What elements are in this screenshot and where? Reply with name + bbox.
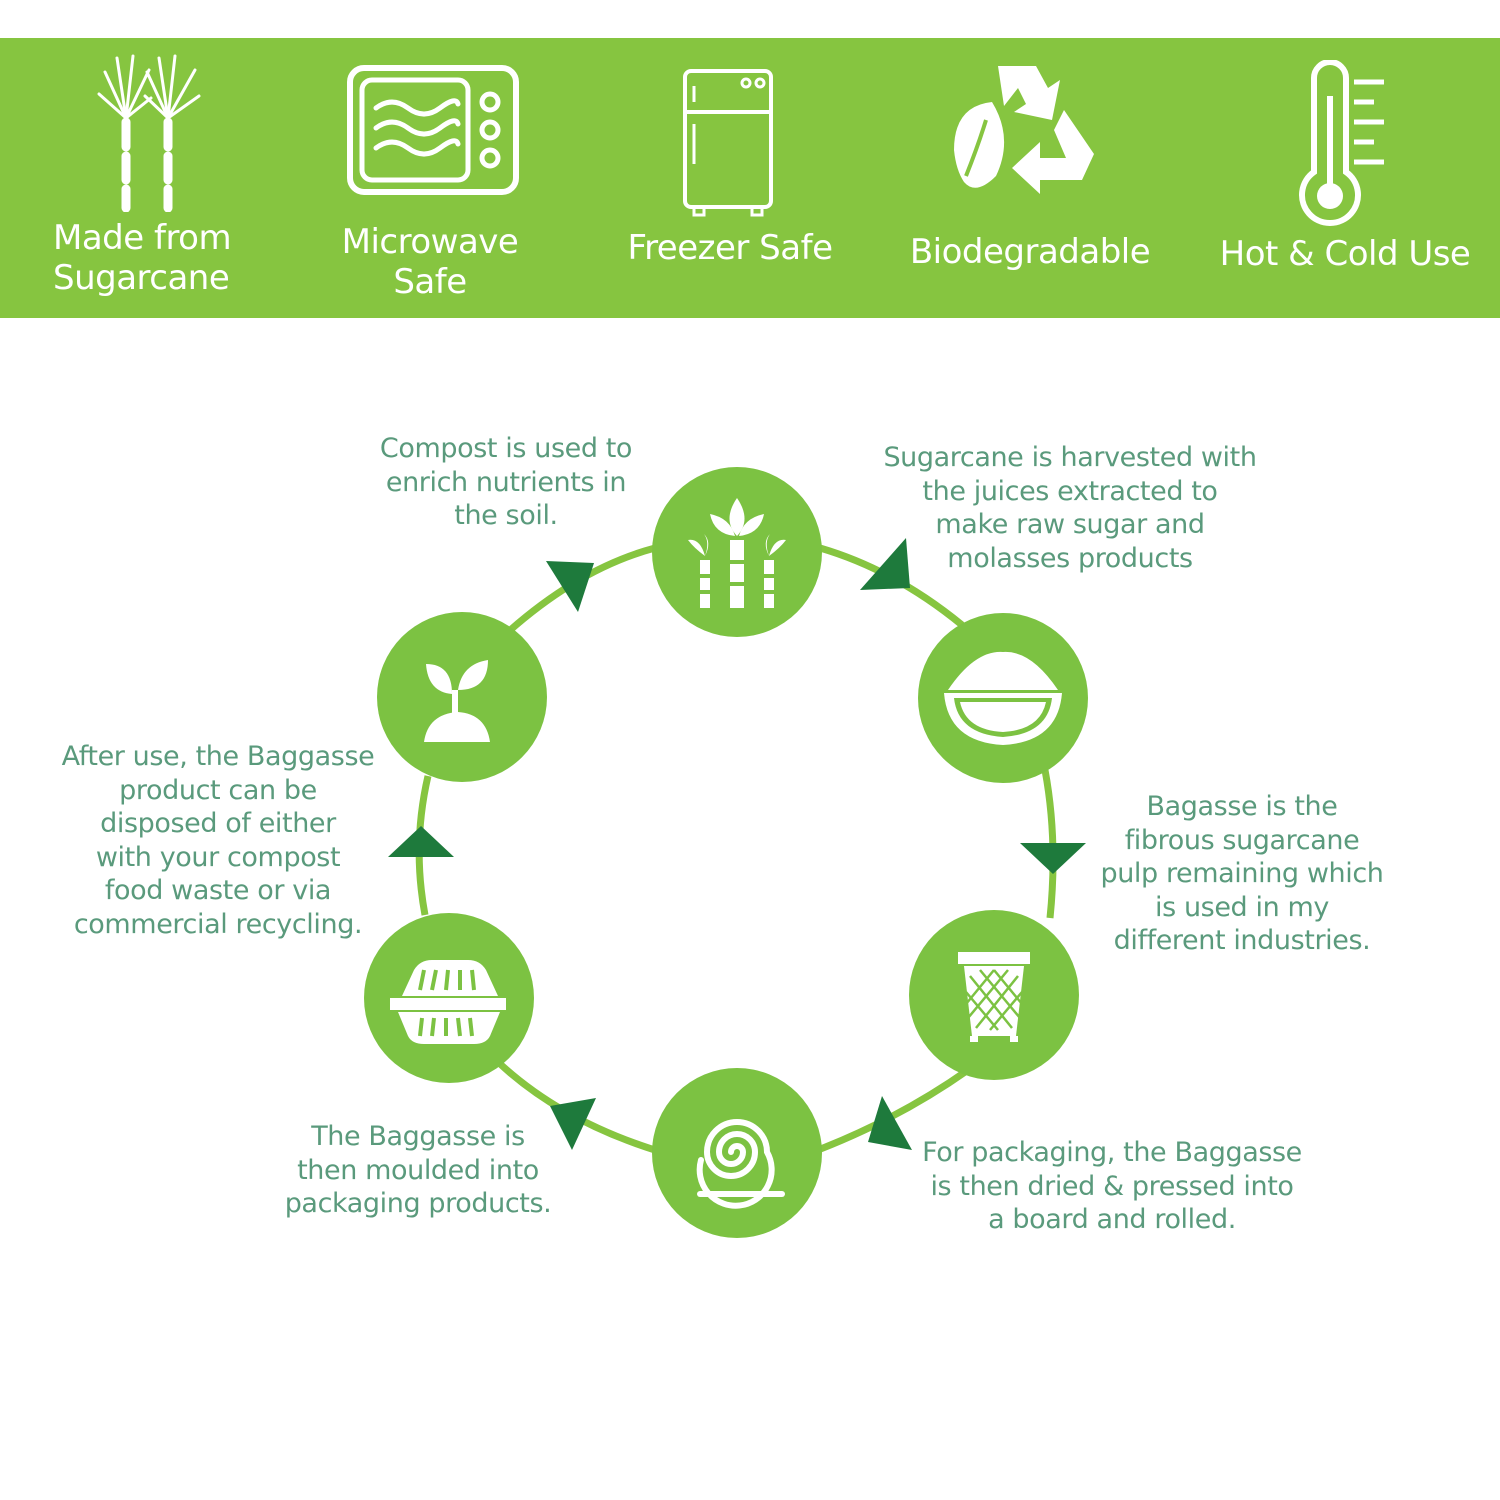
cycle-arrow [550,1098,596,1150]
feature-microwave: Microwave Safe [290,38,580,318]
microwave-icon [347,65,519,195]
waste-bin-icon [958,952,1030,1042]
cycle-node-compost [377,612,547,782]
cycle-arrow [860,538,910,590]
step-text-pulp: Bagasse is the fibrous sugarcane pulp re… [1100,791,1384,956]
cycle-arrow [546,561,594,612]
thermometer-icon [1299,60,1384,226]
step-text-mould: The Baggasse is then moulded into packag… [284,1121,552,1219]
feature-label: Made from Sugarcane [53,218,232,298]
step-text-dispose: After use, the Baggasse product can be d… [61,741,375,940]
feature-label: Microwave Safe [341,222,519,302]
recycle-leaf-icon [954,66,1094,194]
sugarcane-icon [97,54,201,212]
cycle-ring [415,544,1057,1154]
cycle-node-roll [652,1068,822,1238]
feature-banner: Made from Sugarcane Microwave Safe [0,38,1500,318]
feature-hot-cold: Hot & Cold Use [1180,38,1500,318]
sprout-icon [424,660,490,742]
step-text-harvest: Sugarcane is harvested with the juices e… [883,442,1257,574]
feature-sugarcane: Made from Sugarcane [0,38,290,318]
feature-biodegradable: Biodegradable [880,38,1180,318]
freezer-icon [683,69,773,217]
step-text-compost: Compost is used to enrich nutrients in t… [379,433,633,531]
cycle-arrow [868,1096,912,1150]
feature-label: Hot & Cold Use [1219,234,1471,274]
cycle-arrow [1020,843,1086,874]
step-text-board: For packaging, the Baggasse is then drie… [922,1137,1302,1235]
feature-label: Biodegradable [909,232,1151,272]
cycle-arrow [388,826,454,857]
clamshell-icon [390,960,506,1044]
feature-label: Freezer Safe [627,228,833,268]
sugarcane-plant-icon [688,498,786,608]
bowl-icon [944,651,1062,745]
feature-freezer: Freezer Safe [580,38,880,318]
roll-icon [696,1119,785,1209]
